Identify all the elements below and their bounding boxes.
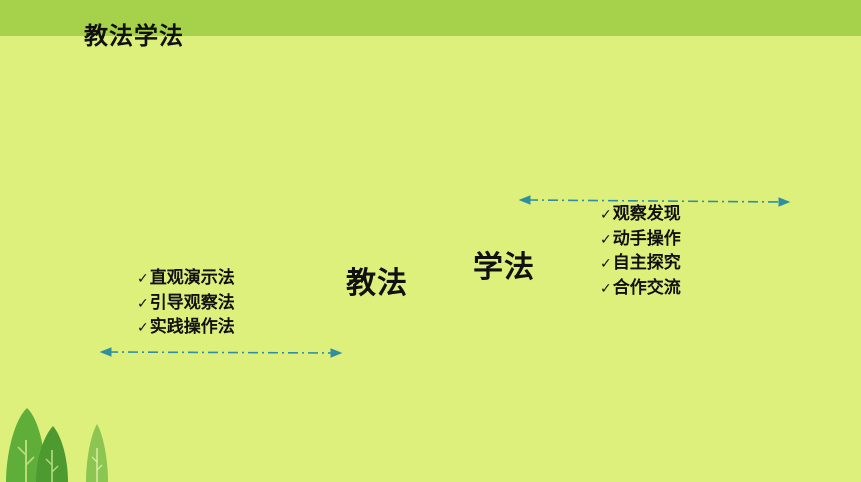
teaching-method-list: ✓直观演示法 ✓引导观察法 ✓实践操作法 [137,267,235,341]
list-item-text: 直观演示法 [149,268,235,288]
tree-icon [6,408,46,482]
check-icon: ✓ [137,320,149,336]
list-item: ✓动手操作 [600,228,681,253]
tree-icon [36,426,68,482]
list-item: ✓实践操作法 [137,316,235,341]
dash-dot-arrow-icon [518,195,791,207]
teaching-method-label: 教法 [346,266,408,301]
list-item-text: 自主探究 [612,253,681,273]
list-item: ✓合作交流 [600,277,681,302]
list-item: ✓直观演示法 [137,267,235,292]
tree-icon [86,424,108,482]
check-icon: ✓ [600,207,612,223]
list-item: ✓引导观察法 [137,292,235,317]
check-icon: ✓ [137,271,149,287]
list-item-text: 合作交流 [612,277,681,298]
dash-dot-arrow-icon [99,347,343,358]
list-item-text: 观察发现 [612,204,681,224]
list-item-text: 动手操作 [612,228,681,249]
list-item-text: 实践操作法 [149,317,235,337]
check-icon: ✓ [137,295,149,312]
learning-method-list: ✓观察发现 ✓动手操作 ✓自主探究 ✓合作交流 [600,203,681,301]
learning-method-label: 学法 [473,250,535,285]
check-icon: ✓ [600,280,612,297]
top-band [0,0,861,36]
check-icon: ✓ [600,256,612,272]
list-item: ✓自主探究 [600,252,681,277]
list-item: ✓观察发现 [600,203,681,228]
list-item-text: 引导观察法 [149,292,235,313]
slide-title: 教法学法 [84,22,184,50]
check-icon: ✓ [600,231,612,248]
